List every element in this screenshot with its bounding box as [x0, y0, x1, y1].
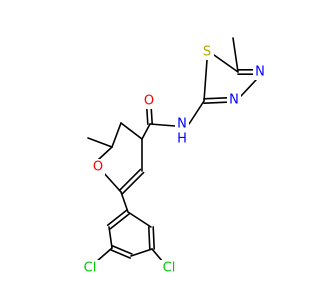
- bond-ph5-a: [152, 226, 155, 250]
- atom-labels: O N H S N N O: [80, 44, 267, 276]
- molecule-diagram: O N H S N N O: [80, 37, 267, 276]
- bond-ph4: [130, 248, 153, 257]
- bonds: [87, 37, 257, 263]
- o-carbonyl-label: O: [144, 94, 154, 109]
- bond-ph5-b: [148, 226, 151, 250]
- bond-ph3-b: [112, 245, 133, 255]
- atom-o-furan: O: [91, 159, 105, 175]
- bond-c2-o: [97, 146, 113, 161]
- bond-cl2: [151, 248, 164, 263]
- bond-c5-ph: [120, 191, 129, 213]
- bond-c-n: [149, 123, 176, 127]
- bond-ph6: [127, 211, 152, 228]
- atom-n-ring-bottom: N: [227, 92, 241, 108]
- bond-n3=c2t-a: [203, 97, 228, 100]
- bond-n-c2t: [188, 100, 205, 125]
- bond-c-carb: [141, 123, 151, 140]
- bond-c=o-a: [150, 107, 153, 125]
- cl-left-label: Cl: [84, 261, 97, 276]
- bond-n3=c2t-b: [203, 101, 228, 104]
- n-ring-bottom-label: N: [229, 93, 239, 108]
- bond-o-c5: [102, 171, 122, 193]
- bond-c5-c4-b: [118, 168, 142, 192]
- bond-me2: [87, 137, 113, 148]
- n-ring-top-label: N: [255, 65, 265, 80]
- bond-c5-c4-a: [121, 171, 145, 195]
- bond-s-c5t: [213, 54, 239, 73]
- bond-cl1: [95, 247, 113, 263]
- atom-s-ring: S: [200, 44, 214, 60]
- bond-ph3-a: [110, 249, 131, 259]
- bond-ph1-a: [106, 209, 128, 227]
- bond-c3: [111, 122, 122, 148]
- bond-me5t: [232, 37, 239, 73]
- bond-ph2: [108, 226, 113, 249]
- bond-c3: [120, 122, 143, 140]
- bond-c=o-b: [146, 107, 149, 125]
- bond-c2t-s: [203, 59, 208, 102]
- atom-n-ring-top: N: [253, 64, 267, 80]
- bond-ph1-b: [109, 212, 131, 230]
- cl-right-label: Cl: [163, 261, 176, 276]
- bond-n4-n3: [240, 79, 257, 97]
- h-amide-label: H: [177, 132, 187, 147]
- n-amide-label: N: [177, 117, 187, 132]
- structure-svg: O N H S N N O: [80, 37, 267, 276]
- atom-cl-left: Cl: [80, 260, 100, 276]
- o-furan-label: O: [93, 160, 103, 175]
- atom-o-carbonyl: O: [142, 93, 156, 109]
- atom-cl-right: Cl: [159, 260, 179, 276]
- s-ring-label: S: [203, 45, 211, 60]
- atom-n-amide: N H: [175, 116, 189, 147]
